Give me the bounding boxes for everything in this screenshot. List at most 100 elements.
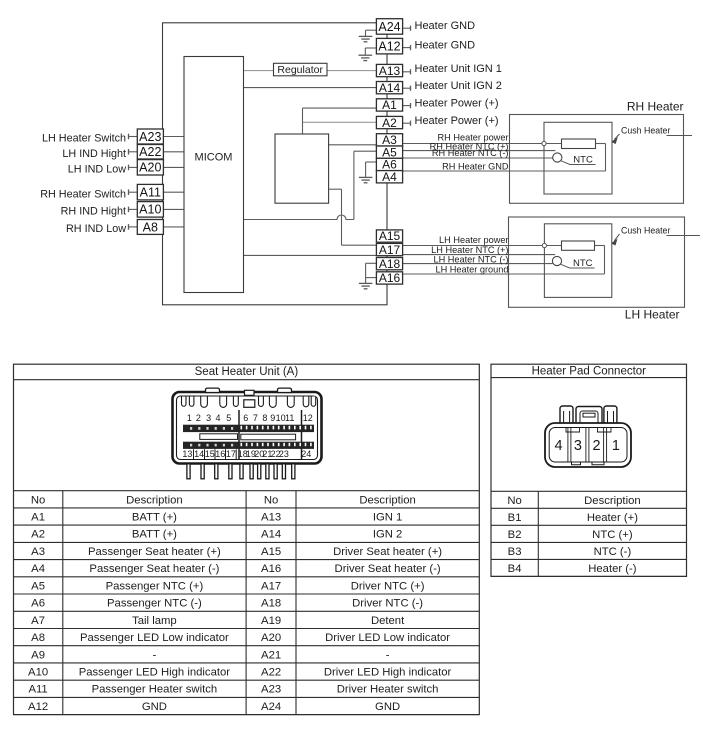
svg-text:20: 20: [254, 449, 264, 459]
svg-text:12: 12: [303, 413, 313, 423]
svg-text:RH IND Hight: RH IND Hight: [61, 206, 126, 218]
svg-text:A21: A21: [261, 649, 281, 661]
svg-text:11: 11: [285, 413, 294, 423]
svg-text:A3: A3: [31, 546, 45, 558]
svg-text:5: 5: [226, 413, 231, 423]
svg-text:Driver NTC (+): Driver NTC (+): [351, 580, 425, 592]
svg-text:3: 3: [574, 438, 582, 454]
svg-text:24: 24: [301, 449, 311, 459]
svg-text:BATT (+): BATT (+): [132, 529, 177, 541]
svg-text:A20: A20: [139, 161, 161, 175]
svg-text:Heater Unit IGN 1: Heater Unit IGN 1: [415, 63, 502, 75]
svg-text:Cush Heater: Cush Heater: [621, 126, 670, 136]
svg-text:A24: A24: [378, 20, 400, 34]
svg-text:1: 1: [612, 438, 620, 454]
svg-text:Heater Power (+): Heater Power (+): [415, 98, 499, 110]
svg-text:A18: A18: [379, 257, 401, 271]
svg-text:B3: B3: [508, 546, 522, 558]
svg-text:-: -: [386, 649, 390, 661]
svg-text:A7: A7: [31, 615, 45, 627]
svg-text:GND: GND: [375, 701, 400, 713]
svg-text:Passenger LED High indicator: Passenger LED High indicator: [79, 667, 231, 679]
svg-text:A10: A10: [139, 203, 161, 217]
svg-text:Driver Heater switch: Driver Heater switch: [337, 684, 439, 696]
svg-text:A19: A19: [261, 615, 281, 627]
svg-text:-: -: [153, 649, 157, 661]
svg-text:Passenger Seat heater (-): Passenger Seat heater (-): [89, 563, 219, 575]
svg-text:Description: Description: [126, 494, 183, 506]
svg-text:IGN 1: IGN 1: [373, 512, 403, 524]
svg-text:2: 2: [592, 438, 600, 454]
svg-text:LH Heater power: LH Heater power: [439, 235, 508, 245]
svg-text:A14: A14: [261, 529, 281, 541]
svg-text:13: 13: [182, 449, 192, 459]
svg-text:RH Heater NTC (-): RH Heater NTC (-): [432, 148, 509, 158]
svg-text:No: No: [31, 494, 45, 506]
svg-text:No: No: [507, 495, 521, 507]
svg-text:18: 18: [238, 449, 248, 459]
svg-text:A4: A4: [31, 563, 45, 575]
svg-text:A16: A16: [261, 563, 281, 575]
svg-text:Heater Pad Connector: Heater Pad Connector: [532, 366, 647, 378]
svg-text:A24: A24: [261, 701, 281, 713]
svg-text:A15: A15: [261, 546, 281, 558]
svg-text:22: 22: [271, 449, 281, 459]
svg-text:Cush Heater: Cush Heater: [621, 226, 670, 236]
svg-text:Description: Description: [359, 494, 416, 506]
svg-text:Description: Description: [584, 495, 641, 507]
svg-text:A23: A23: [261, 684, 281, 696]
svg-text:LH Heater NTC (+): LH Heater NTC (+): [431, 245, 508, 255]
svg-text:Heater (+): Heater (+): [587, 512, 638, 524]
svg-text:A4: A4: [382, 170, 397, 184]
svg-text:A13: A13: [379, 64, 401, 78]
svg-text:A9: A9: [31, 649, 45, 661]
svg-text:RH Heater NTC (+): RH Heater NTC (+): [430, 141, 509, 151]
svg-text:Passenger Seat heater (+): Passenger Seat heater (+): [88, 546, 221, 558]
svg-text:A23: A23: [139, 130, 161, 144]
svg-text:Passenger NTC (+): Passenger NTC (+): [106, 580, 204, 592]
svg-text:19: 19: [246, 449, 256, 459]
svg-text:A1: A1: [382, 98, 397, 112]
svg-text:IGN 2: IGN 2: [373, 529, 403, 541]
svg-text:A22: A22: [261, 667, 281, 679]
svg-text:A6: A6: [31, 598, 45, 610]
svg-text:A12: A12: [378, 40, 400, 54]
svg-text:Heater Power (+): Heater Power (+): [415, 115, 499, 127]
svg-text:Driver NTC (-): Driver NTC (-): [352, 598, 423, 610]
svg-text:Tail lamp: Tail lamp: [132, 615, 177, 627]
svg-text:RH Heater Switch: RH Heater Switch: [40, 189, 126, 201]
svg-text:Seat Heater Unit (A): Seat Heater Unit (A): [195, 366, 299, 378]
svg-text:23: 23: [279, 449, 289, 459]
svg-text:A20: A20: [261, 632, 281, 644]
svg-text:B1: B1: [508, 512, 522, 524]
svg-text:A2: A2: [382, 116, 397, 130]
svg-text:Detent: Detent: [371, 615, 405, 627]
svg-text:A5: A5: [31, 580, 45, 592]
svg-text:RH Heater power: RH Heater power: [438, 133, 509, 143]
svg-text:Passenger LED Low indicator: Passenger LED Low indicator: [80, 632, 229, 644]
svg-text:A13: A13: [261, 512, 281, 524]
svg-text:MICOM: MICOM: [195, 151, 233, 163]
svg-text:17: 17: [226, 449, 236, 459]
svg-text:A8: A8: [143, 220, 158, 234]
svg-text:4: 4: [215, 413, 220, 423]
svg-text:A2: A2: [31, 529, 45, 541]
svg-text:B4: B4: [508, 563, 522, 575]
svg-text:BATT (+): BATT (+): [132, 512, 177, 524]
svg-text:LH IND Low: LH IND Low: [68, 164, 126, 176]
svg-text:A15: A15: [379, 229, 401, 243]
svg-text:A16: A16: [379, 271, 401, 285]
svg-text:NTC (+): NTC (+): [592, 529, 633, 541]
svg-text:A12: A12: [28, 701, 48, 713]
svg-text:7: 7: [253, 413, 258, 423]
svg-text:16: 16: [215, 449, 225, 459]
svg-text:10: 10: [276, 413, 286, 423]
svg-text:A17: A17: [379, 243, 401, 257]
svg-text:3: 3: [206, 413, 211, 423]
svg-text:Regulator: Regulator: [277, 64, 323, 76]
svg-text:NTC (-): NTC (-): [594, 546, 632, 558]
svg-text:8: 8: [262, 413, 267, 423]
svg-text:A10: A10: [28, 667, 48, 679]
svg-text:Driver LED High indicator: Driver LED High indicator: [324, 667, 452, 679]
svg-text:Driver LED Low indicator: Driver LED Low indicator: [325, 632, 450, 644]
